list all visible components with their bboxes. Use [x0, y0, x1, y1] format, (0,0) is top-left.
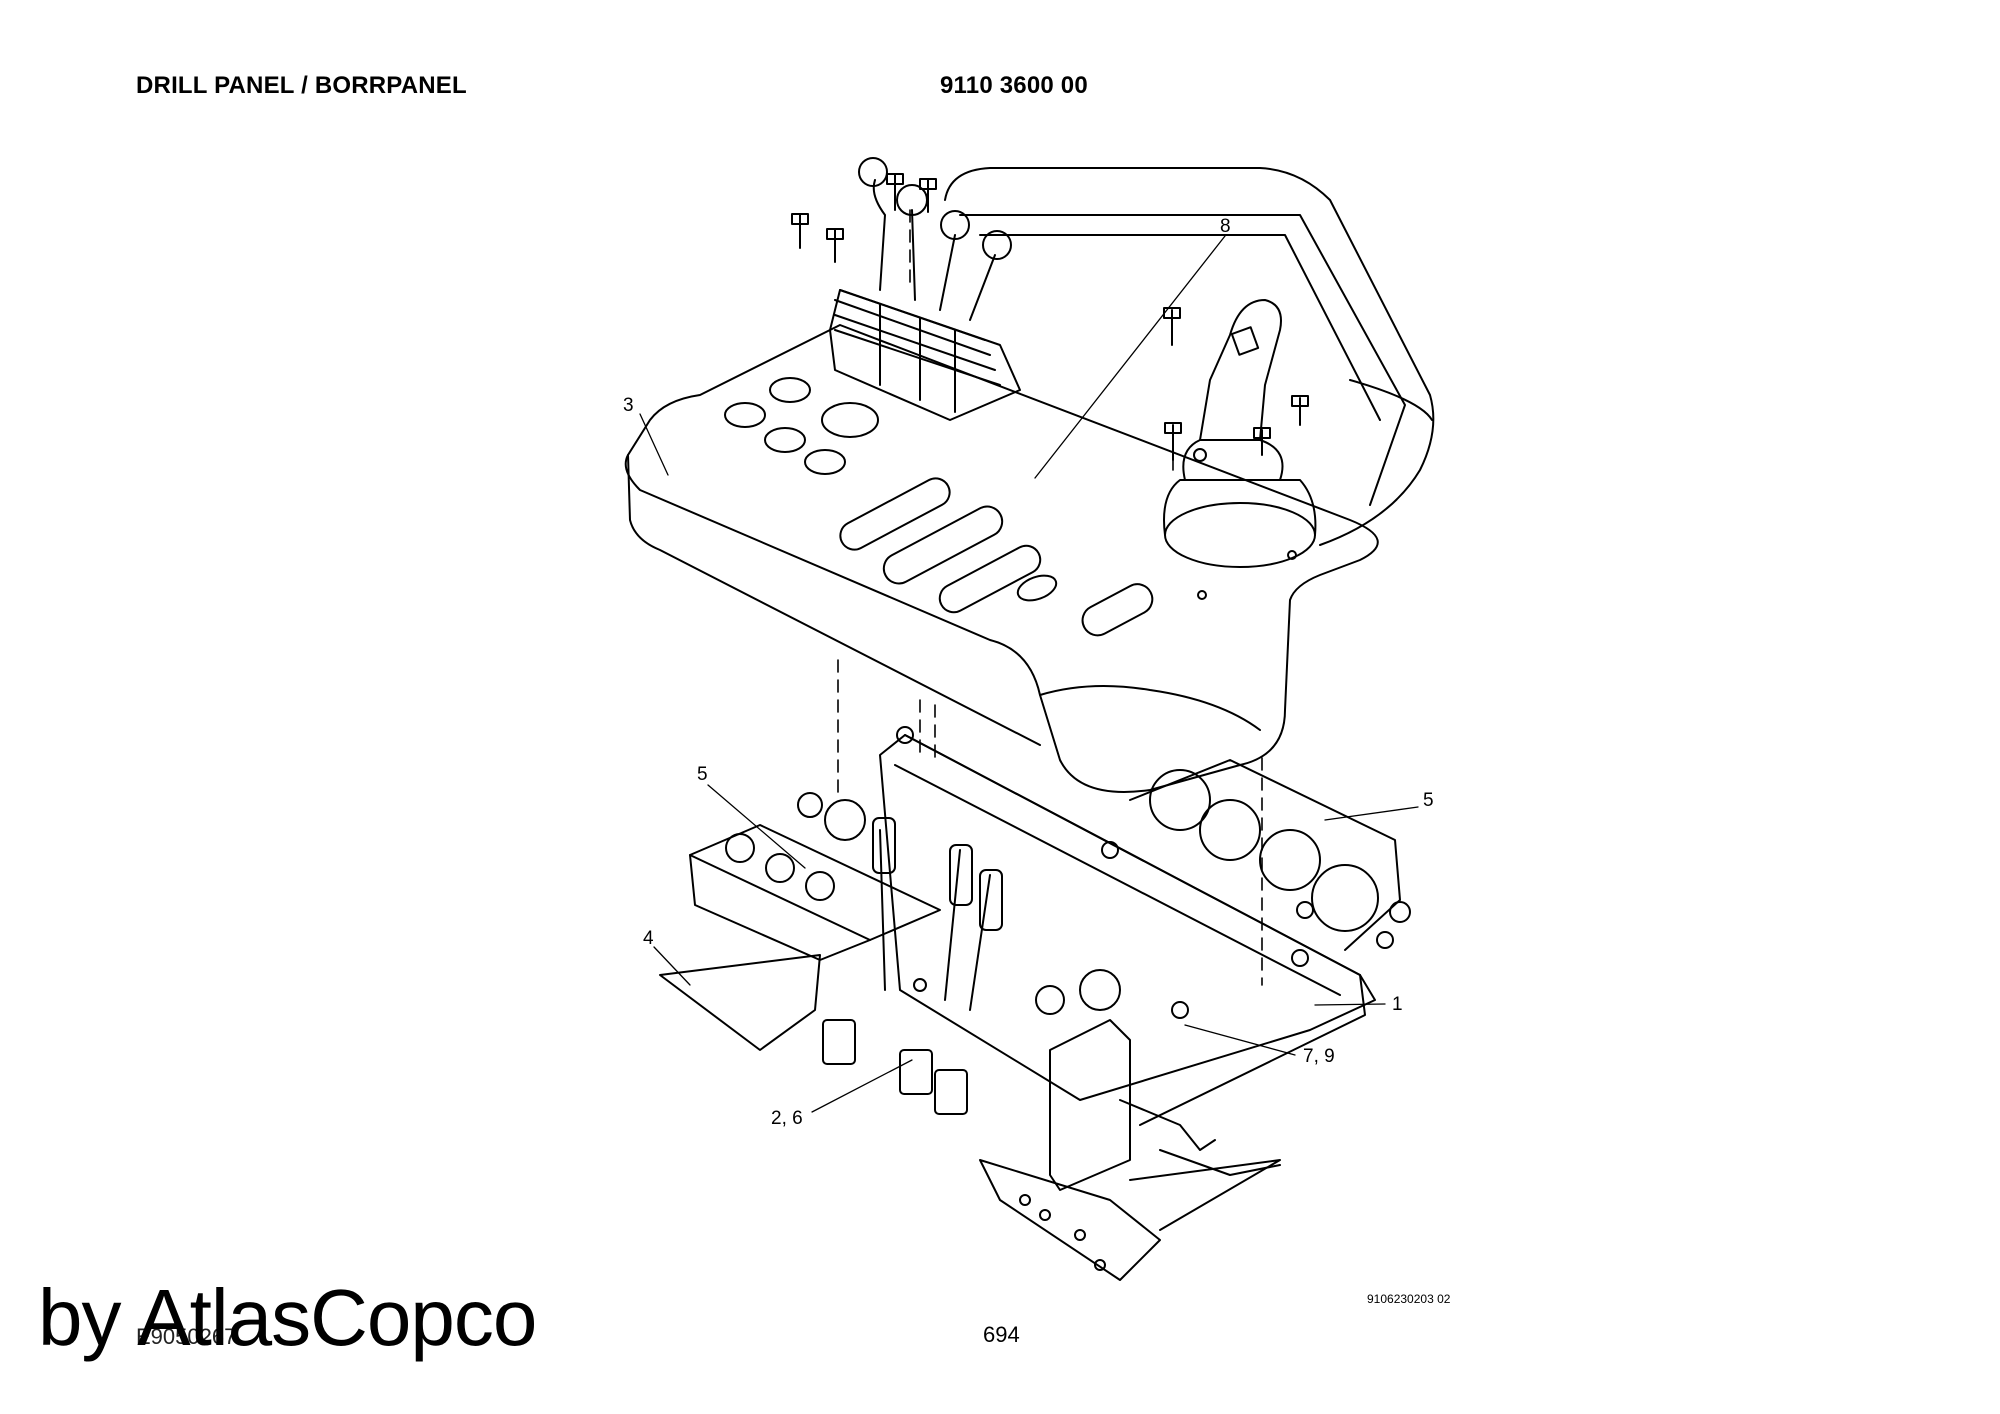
callout-7-9: 7, 9 — [1303, 1046, 1335, 1067]
callout-5a: 5 — [697, 764, 708, 785]
callout-4: 4 — [643, 928, 654, 949]
watermark: by AtlasCopco — [38, 1273, 537, 1362]
page-number: 694 — [983, 1322, 1020, 1347]
callout-5b: 5 — [1423, 790, 1434, 811]
callout-1: 1 — [1392, 994, 1403, 1015]
part-number: 9110 3600 00 — [940, 72, 1088, 99]
leader-line-26 — [811, 1059, 913, 1113]
document-reference: E9050267 — [136, 1324, 237, 1349]
leader-line-5a — [707, 784, 806, 869]
leader-line-5b — [1324, 806, 1419, 821]
cover-panel — [624, 167, 1435, 793]
leader-line-1 — [1314, 1003, 1386, 1006]
callout-8: 8 — [1220, 216, 1231, 237]
joystick — [1163, 299, 1317, 568]
alignment-lines — [837, 209, 1263, 986]
drawing-reference: 9106230203 02 — [1367, 1292, 1451, 1306]
callout-3: 3 — [623, 395, 634, 416]
leader-line-8 — [1034, 235, 1226, 479]
leader-line-4 — [653, 946, 691, 986]
base-assembly — [659, 726, 1411, 1281]
page-title: DRILL PANEL / BORRPANEL — [136, 72, 467, 99]
callout-2-6: 2, 6 — [771, 1108, 803, 1129]
leader-line-79 — [1184, 1024, 1296, 1056]
lever-block — [791, 157, 1309, 461]
leader-line-3 — [639, 413, 669, 476]
callouts: 8 3 5 5 4 1 7, 9 2, 6 — [623, 216, 1434, 1129]
